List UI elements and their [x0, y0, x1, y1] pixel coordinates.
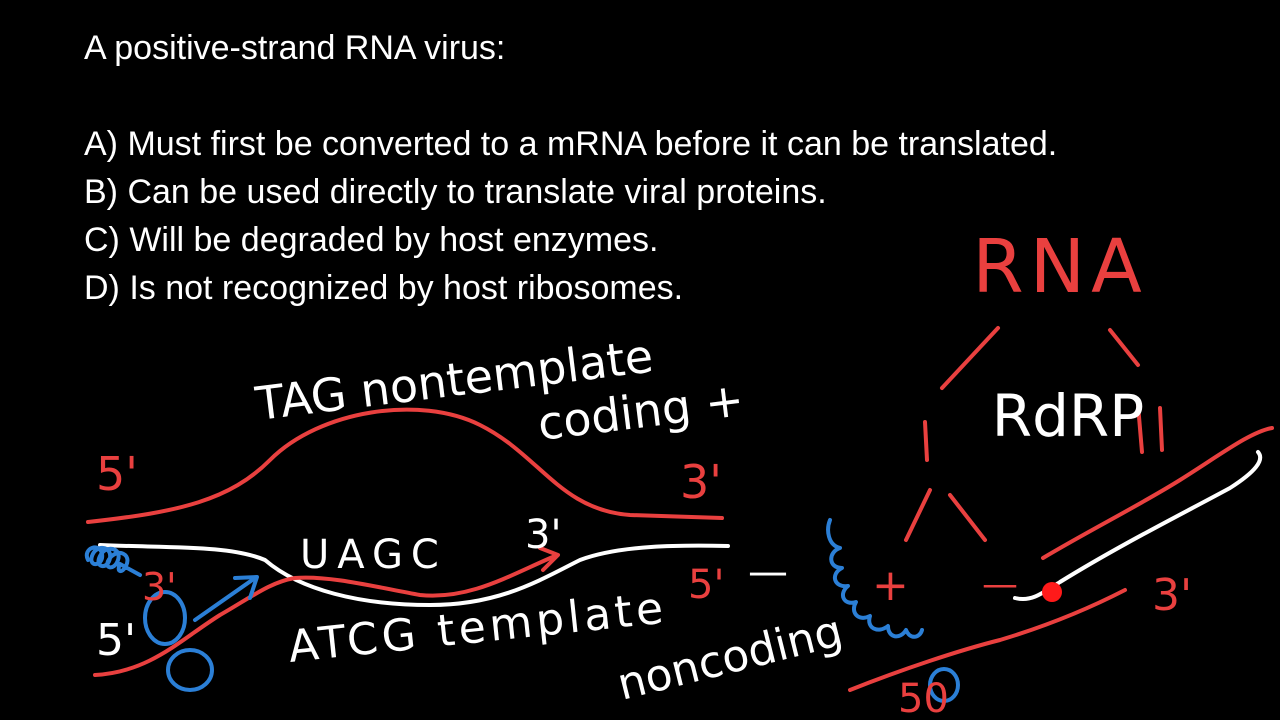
new-rna-strand — [93, 554, 557, 677]
template-strand — [98, 543, 730, 607]
minus-small-label: — — [982, 564, 1018, 605]
coil-right — [826, 518, 924, 639]
coil-end-circle — [928, 667, 960, 703]
five-prime-left-label: 5' — [96, 615, 136, 666]
option-d: D) Is not recognized by host ribosomes. — [84, 269, 684, 307]
rdrp-label: RdRP — [992, 382, 1144, 450]
minus-sign-label: — — [748, 549, 788, 595]
rdrp-line-2 — [1108, 328, 1140, 367]
rdrp-white-strand — [1013, 450, 1263, 602]
question-block: A positive-strand RNA virus: A) Must fir… — [84, 24, 1264, 312]
option-b: B) Can be used directly to translate vir… — [84, 173, 827, 211]
option-a: A) Must first be converted to a mRNA bef… — [84, 125, 1058, 163]
rdrp-line-7 — [948, 493, 987, 542]
three-prime-left-label: 3' — [142, 565, 177, 609]
three-prime-arrow-label: 3' — [525, 512, 561, 558]
ribosome-dot — [1042, 582, 1062, 602]
three-prime-far-right-label: 3' — [1152, 570, 1192, 621]
polymerase-circle-lower — [166, 648, 214, 692]
five-prime-top-label: 5' — [96, 447, 138, 501]
rdrp-line-3 — [923, 420, 929, 462]
polymerase-coil-left — [84, 545, 142, 577]
rdrp-line-5 — [1158, 406, 1164, 452]
rna-arrowhead — [538, 546, 560, 572]
rdrp-line-1 — [940, 326, 1000, 390]
polymerase-arrow — [193, 576, 257, 622]
rdrp-strand-upper — [1041, 426, 1274, 560]
plus-sign-label: + — [872, 560, 909, 611]
rdrp-strand-lower — [848, 588, 1127, 692]
coding-strand — [86, 407, 724, 524]
three-prime-top-label: 3' — [680, 455, 722, 509]
polymerase-circle — [143, 590, 187, 646]
rna-label: RNA — [972, 224, 1147, 310]
question-stem: A positive-strand RNA virus: — [84, 29, 506, 67]
rdrp-line-4 — [1136, 403, 1144, 454]
polymerase-arrowhead — [233, 575, 259, 600]
five-prime-right-label: 5' — [688, 562, 724, 608]
option-c: C) Will be degraded by host enzymes. — [84, 221, 659, 259]
uagc-label: UAGC — [300, 532, 447, 578]
rdrp-line-6 — [904, 488, 932, 542]
fifty-label: 50 — [898, 676, 949, 720]
